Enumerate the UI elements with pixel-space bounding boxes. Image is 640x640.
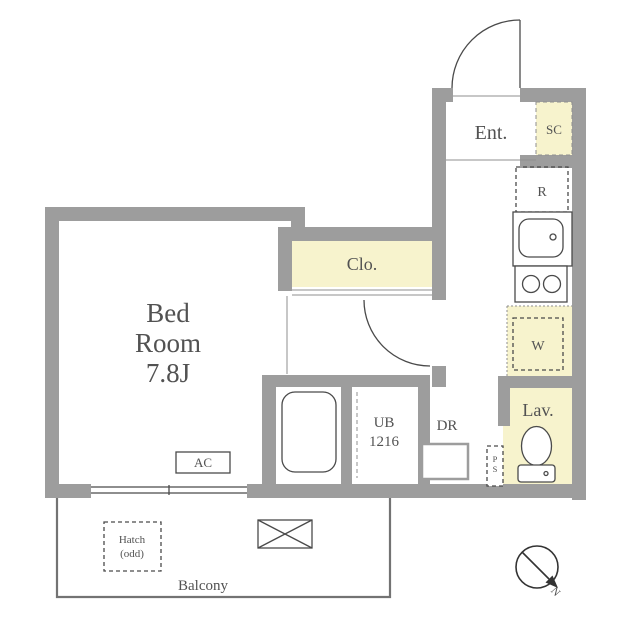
wall-bath-inner-divider bbox=[341, 387, 352, 484]
washer-area-boundary bbox=[506, 305, 572, 376]
closet-label: Clo. bbox=[347, 254, 378, 274]
toilet-button-icon bbox=[543, 470, 549, 477]
wall-bottom-left bbox=[45, 484, 91, 498]
unit-bath-label-line1: UB bbox=[374, 415, 395, 431]
north-arrow-icon bbox=[545, 575, 558, 588]
closet-floor bbox=[292, 241, 432, 287]
hatch-label-line1: Hatch bbox=[119, 534, 146, 546]
balcony bbox=[55, 498, 392, 599]
wall-left bbox=[45, 207, 59, 498]
bathtub-icon bbox=[281, 391, 337, 473]
kitchen-sink bbox=[518, 218, 564, 258]
bedroom-size-label: 7.8J bbox=[146, 358, 190, 388]
burner-icon bbox=[542, 274, 562, 294]
ac-unit-box bbox=[175, 451, 231, 474]
washer-label: W bbox=[531, 339, 545, 354]
wall-under-shoe-closet bbox=[520, 155, 572, 168]
shoe-closet-floor bbox=[536, 102, 572, 155]
bedroom-label-line1: Bed bbox=[146, 298, 190, 328]
north-label: N bbox=[548, 585, 562, 599]
shoe-closet-outline bbox=[535, 101, 573, 156]
partition-cross-line bbox=[257, 519, 313, 549]
wall-lavatory-left bbox=[498, 388, 510, 426]
doorway-box bbox=[420, 442, 470, 481]
refrigerator-label: R bbox=[537, 185, 547, 200]
wall-right bbox=[572, 88, 586, 500]
wall-closet-top bbox=[291, 227, 446, 241]
shoe-closet-label: SC bbox=[546, 122, 562, 137]
entrance-door-arc bbox=[451, 19, 521, 89]
wall-strip-left-upper bbox=[432, 88, 446, 300]
hatch-box bbox=[103, 521, 162, 572]
hatch-label-line2: (odd) bbox=[120, 548, 144, 560]
stove bbox=[514, 265, 568, 303]
wall-bottom-main bbox=[247, 484, 586, 498]
sink-drain-icon bbox=[549, 233, 557, 241]
balcony-rail bbox=[55, 498, 392, 599]
interior-door-arc bbox=[363, 299, 431, 367]
wall-closet-left bbox=[278, 227, 292, 291]
compass bbox=[515, 545, 559, 589]
ac-label: AC bbox=[194, 455, 212, 470]
wall-bath-top bbox=[262, 375, 430, 387]
accent-floors bbox=[292, 102, 572, 484]
fixtures bbox=[91, 101, 573, 495]
wall-bedroom-bath-divider bbox=[262, 375, 276, 484]
wall-strip-left-stub bbox=[432, 366, 446, 387]
pipe-space-label-line1: P bbox=[493, 454, 498, 464]
lavatory-label: Lav. bbox=[522, 400, 553, 420]
burner-icon bbox=[521, 274, 541, 294]
wall-top-right bbox=[520, 88, 586, 102]
doors bbox=[363, 19, 521, 367]
bedroom-label-line2: Room bbox=[135, 328, 201, 358]
pipe-space-box bbox=[486, 445, 504, 487]
toilet-bowl-icon bbox=[520, 425, 553, 467]
compass-needle bbox=[521, 551, 550, 580]
wall-top-left-stub bbox=[432, 88, 453, 102]
wall-bedroom-top bbox=[45, 207, 305, 221]
doorway-label: DR bbox=[437, 418, 458, 434]
walls bbox=[45, 88, 586, 500]
washer-space bbox=[512, 317, 564, 371]
entrance-label: Ent. bbox=[475, 122, 508, 144]
labels: Bed Room 7.8J Ent. SC R W Clo. Lav. DR U… bbox=[119, 122, 563, 599]
washer-floor bbox=[507, 306, 572, 376]
pipe-space-label-line2: S bbox=[493, 464, 498, 474]
wall-lavatory-top bbox=[498, 376, 572, 388]
toilet-tank-icon bbox=[517, 464, 556, 483]
unit-bath-label-line2: 1216 bbox=[369, 434, 400, 450]
balcony-label: Balcony bbox=[178, 578, 228, 594]
